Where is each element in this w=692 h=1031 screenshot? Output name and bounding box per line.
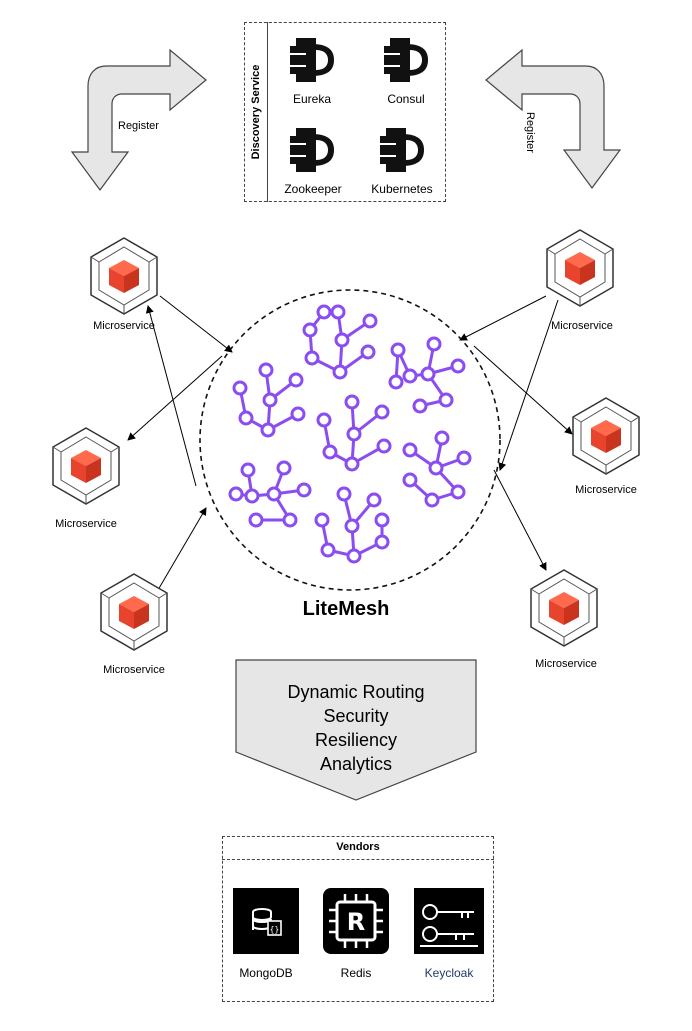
feature-resiliency: Resiliency	[314, 730, 398, 750]
register-label-left: Register	[118, 120, 159, 132]
register-label-right: Register	[524, 112, 536, 153]
register-arrow-left	[70, 48, 207, 192]
vendor-label-mongodb: MongoDB	[239, 966, 293, 980]
feature-dynamic-routing: Dynamic Routing	[287, 682, 425, 702]
features-arrow	[235, 659, 477, 801]
svg-text:R: R	[347, 908, 365, 936]
service-label-consul: Consul	[387, 92, 425, 106]
mesh-network-graphic	[228, 304, 472, 564]
service-label-kubernetes: Kubernetes	[371, 182, 433, 196]
features-list: Dynamic Routing Security Resiliency Anal…	[236, 680, 476, 776]
service-label-eureka: Eureka	[292, 92, 332, 106]
vendor-label-redis: Redis	[340, 966, 372, 980]
vendors-title: Vendors	[222, 836, 494, 860]
vendor-label-keycloak: Keycloak	[424, 966, 474, 980]
microservice-icon	[530, 569, 598, 647]
microservice-label: Microservice	[55, 518, 117, 530]
service-label-zookeeper: Zookeeper	[284, 182, 342, 196]
microservice-icon	[52, 427, 120, 505]
litemesh-boundary	[199, 289, 501, 591]
microservice-label: Microservice	[535, 658, 597, 670]
mongodb-icon	[233, 888, 299, 954]
microservice-icon	[100, 573, 168, 651]
redis-icon: R	[323, 888, 389, 954]
microservice-icon	[572, 397, 640, 475]
register-arrow-right	[485, 48, 622, 190]
microservice-label: Microservice	[551, 320, 613, 332]
keycloak-icon	[414, 888, 484, 954]
feature-security: Security	[323, 706, 389, 726]
microservice-label: Microservice	[575, 484, 637, 496]
feature-analytics: Analytics	[319, 754, 393, 774]
connection-arrows	[127, 295, 573, 591]
litemesh-title: LiteMesh	[302, 598, 390, 620]
discovery-service-title: Discovery Service	[244, 22, 268, 202]
microservice-icon	[90, 237, 158, 315]
microservice-label: Microservice	[93, 320, 155, 332]
microservice-icon	[546, 229, 614, 307]
vendors-container	[222, 836, 494, 1002]
microservice-label: Microservice	[103, 664, 165, 676]
discovery-service-container	[244, 22, 446, 202]
